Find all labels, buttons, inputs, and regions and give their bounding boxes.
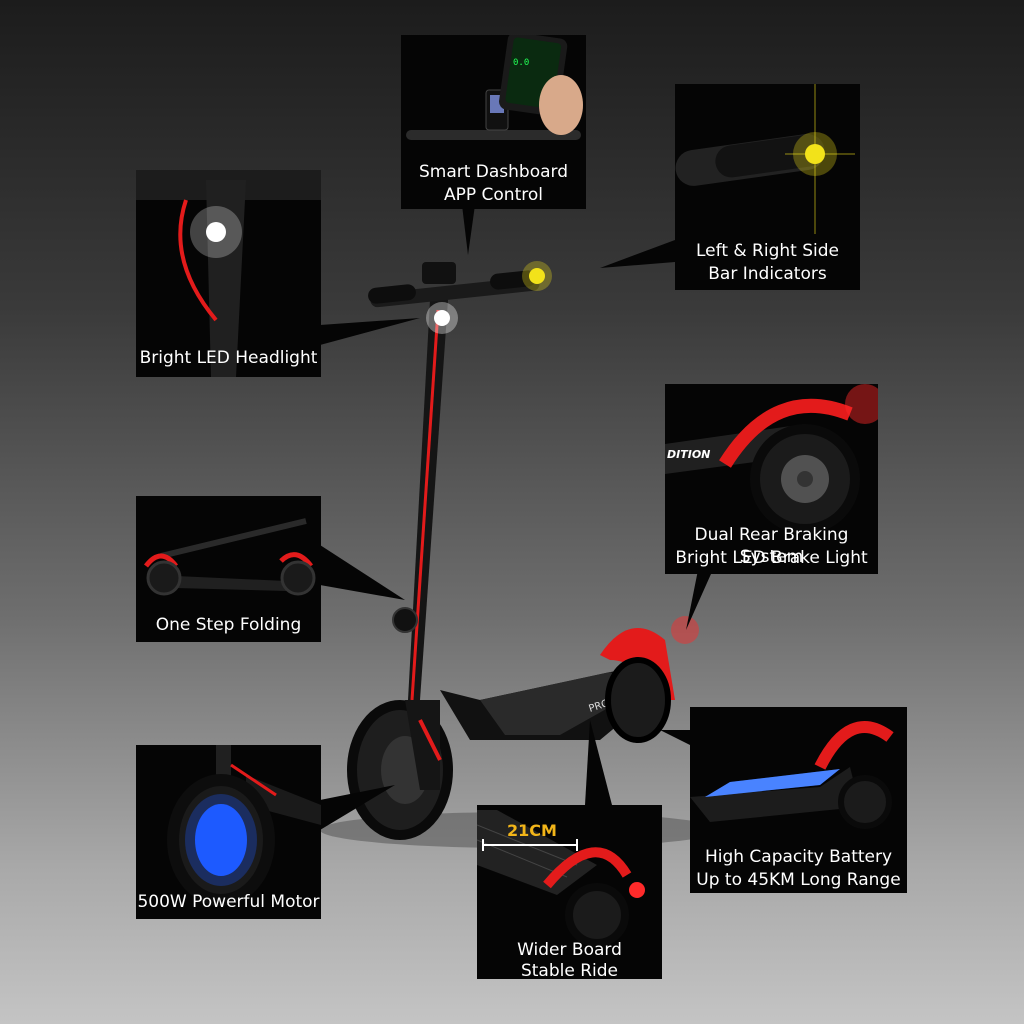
handlebar-light-icon <box>675 84 855 234</box>
deck-icon <box>477 810 645 947</box>
headlight-icon <box>136 170 321 377</box>
feature-caption-folding: One Step Folding <box>155 615 302 635</box>
feature-caption-braking-line1: Dual Rear Braking System <box>694 525 849 567</box>
battery-deck-icon <box>690 721 894 829</box>
feature-caption-battery-line2: Up to 45KM Long Range <box>696 870 901 890</box>
svg-text:0.0: 0.0 <box>513 58 529 68</box>
feature-panel-indicators: Left & Right Side Bar Indicators <box>675 84 860 290</box>
feature-panel-headlight: Bright LED Headlight <box>136 170 321 377</box>
feature-panel-folding: One Step Folding <box>136 496 321 642</box>
folded-scooter-icon <box>144 518 316 596</box>
feature-caption-dashboard-line2: APP Control <box>444 185 543 205</box>
feature-caption-indicators-line2: Bar Indicators <box>708 264 827 284</box>
edition-badge: DITION <box>667 448 711 461</box>
feature-caption-board-line2: Stable Ride <box>520 961 619 979</box>
smartphone-app-icon: 0.0 <box>401 35 586 209</box>
feature-caption-dashboard-line1: Smart Dashboard <box>418 162 569 182</box>
feature-caption-board-line1: Wider Board <box>517 940 622 960</box>
board-width-label: 21CM <box>507 821 557 840</box>
feature-panel-board: 21CM Wider Board Stable Ride <box>477 805 662 979</box>
feature-panel-dashboard: 0.0 Smart Dashboard APP Control <box>401 35 586 209</box>
feature-caption-indicators-line1: Left & Right Side <box>696 241 839 261</box>
front-wheel-icon <box>167 745 321 906</box>
feature-panel-braking: DITION Dual Rear Braking System Bright L… <box>665 384 878 574</box>
rear-wheel-icon <box>665 384 878 534</box>
feature-caption-motor: 500W Powerful Motor <box>137 892 320 912</box>
feature-caption-battery-line1: High Capacity Battery <box>704 847 893 867</box>
feature-caption-headlight: Bright LED Headlight <box>139 348 318 368</box>
feature-panel-motor: 500W Powerful Motor <box>136 745 321 919</box>
feature-caption-braking-line2: Bright LED Brake Light <box>675 548 868 568</box>
feature-panel-battery: High Capacity Battery Up to 45KM Long Ra… <box>690 707 907 893</box>
